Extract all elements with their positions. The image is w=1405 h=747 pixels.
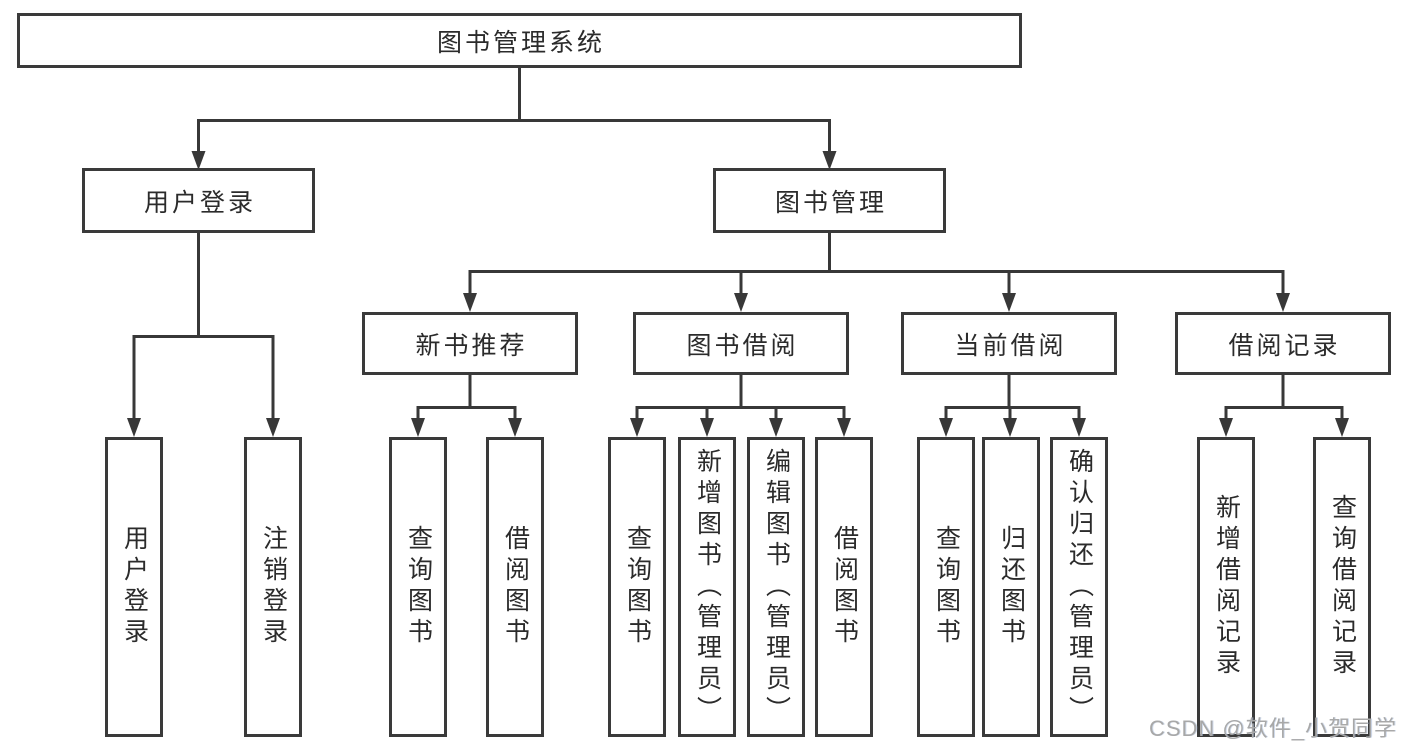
node-new-book-recommend: 新书推荐 [362, 312, 578, 375]
leaf-borrow-books-recommend: 借阅图书 [486, 437, 544, 737]
connector-current-borrow-to-leaves [944, 375, 1081, 421]
connector-user-login-to-leaves [132, 233, 275, 420]
connector-root-to-level2 [197, 68, 831, 153]
connector-book-management-to-level3 [468, 233, 1285, 295]
leaf-query-books-borrow: 查询图书 [608, 437, 666, 737]
csdn-watermark: CSDN @软件_小贺同学 [1148, 716, 1397, 741]
leaf-edit-book-admin: 编辑图书（管理员） [747, 437, 805, 737]
leaf-logout: 注销登录 [244, 437, 302, 737]
leaf-query-books-recommend: 查询图书 [389, 437, 447, 737]
node-book-borrow: 图书借阅 [633, 312, 849, 375]
connector-new-book-to-leaves [416, 375, 517, 421]
leaf-confirm-return-admin: 确认归还（管理员） [1050, 437, 1108, 737]
node-book-management: 图书管理 [713, 168, 946, 233]
leaf-return-book: 归还图书 [982, 437, 1040, 737]
connector-borrow-records-to-leaves [1224, 375, 1344, 421]
connector-book-borrow-to-leaves [635, 375, 846, 421]
node-root: 图书管理系统 [17, 13, 1022, 68]
node-user-login: 用户登录 [82, 168, 315, 233]
node-current-borrow: 当前借阅 [901, 312, 1117, 375]
leaf-query-borrow-record: 查询借阅记录 [1313, 437, 1371, 737]
leaf-add-borrow-record: 新增借阅记录 [1197, 437, 1255, 737]
leaf-query-books-current: 查询图书 [917, 437, 975, 737]
leaf-user-login: 用户登录 [105, 437, 163, 737]
leaf-add-book-admin: 新增图书（管理员） [678, 437, 736, 737]
node-borrow-records: 借阅记录 [1175, 312, 1391, 375]
leaf-borrow-books: 借阅图书 [815, 437, 873, 737]
